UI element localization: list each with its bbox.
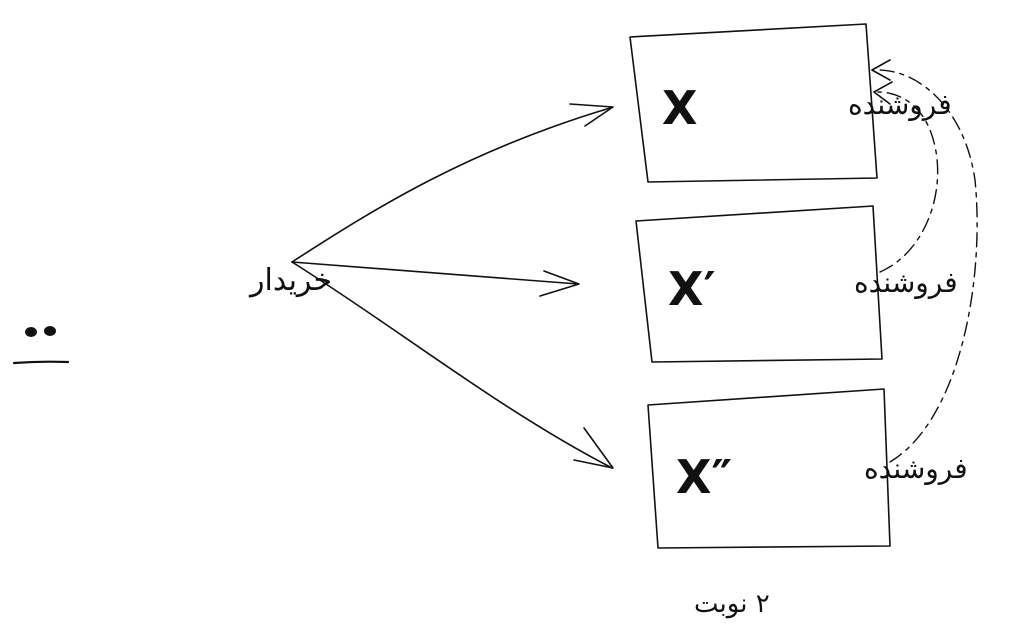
seller-box-3 — [647, 388, 891, 549]
seller-3-label: فروشنده — [864, 452, 968, 485]
arrow-to-seller-2 — [291, 261, 580, 297]
seller-1-label: فروشنده — [848, 88, 952, 121]
arrow-to-seller-3 — [291, 261, 614, 469]
caption-text: ۲ نوبت — [694, 589, 770, 619]
arrow-to-seller-1 — [291, 103, 614, 263]
face-icon — [12, 326, 70, 365]
dashed-arrow-seller-3-to-1 — [871, 59, 978, 463]
seller-1-variable: X — [662, 81, 697, 135]
buyer-label: خریدار — [248, 263, 332, 298]
seller-3-variable: X″ — [676, 450, 732, 504]
dashed-arrow-seller-2-to-1 — [873, 81, 939, 273]
seller-box-1 — [629, 23, 878, 183]
seller-2-variable: X′ — [668, 262, 716, 316]
seller-2-label: فروشنده — [854, 266, 958, 299]
seller-box-2 — [635, 205, 883, 363]
